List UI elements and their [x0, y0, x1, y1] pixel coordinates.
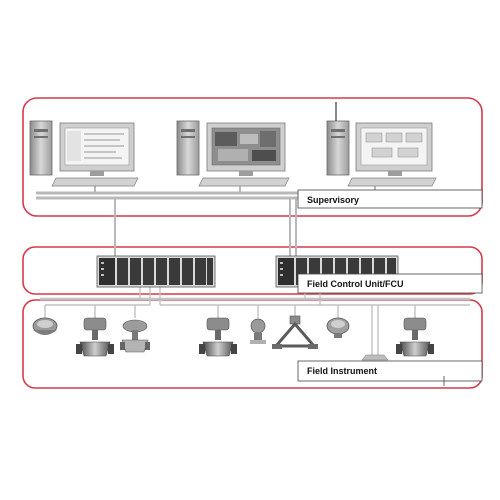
io-module: [169, 258, 180, 285]
keyboard-icon: [347, 177, 437, 187]
io-module: [117, 258, 128, 285]
workstation-2: [176, 120, 290, 187]
io-module: [309, 258, 320, 285]
io-module: [130, 258, 141, 285]
control-valve-icon: [120, 319, 150, 353]
flow-transmitter-icon: [272, 315, 318, 349]
io-module: [207, 258, 213, 285]
control-valve-icon: [76, 317, 114, 357]
workstation-tower: [29, 120, 53, 176]
io-module: [278, 258, 294, 285]
io-module: [195, 258, 206, 285]
control-valve-icon: [199, 317, 237, 357]
pipe-stand: [361, 354, 389, 361]
supervisory-tier-box: [22, 97, 483, 217]
field-instrument-label: Field Instrument: [307, 366, 377, 376]
fcu-tier-box: [22, 246, 483, 295]
gauge-icon: [32, 317, 58, 335]
fcu-label: Field Control Unit/FCU: [307, 279, 404, 289]
io-module: [99, 258, 115, 285]
workstation-tower: [176, 120, 200, 176]
workstation-1: [29, 120, 139, 187]
io-module: [296, 258, 307, 285]
io-module: [156, 258, 167, 285]
keyboard-icon: [198, 177, 290, 187]
keyboard-icon: [51, 177, 139, 187]
fieldbus-cables: [40, 287, 470, 355]
supervisory-label: Supervisory: [307, 195, 359, 205]
io-module: [348, 258, 359, 285]
workstation-3: [326, 102, 437, 187]
io-module: [335, 258, 346, 285]
workstation-tower: [326, 120, 350, 176]
fcu-rack-1: [96, 255, 216, 288]
field-instrument-label-box: Field Instrument: [297, 360, 483, 386]
io-module: [387, 258, 396, 285]
pressure-transmitter-icon: [250, 318, 266, 344]
gauge-icon: [326, 317, 350, 338]
io-module: [182, 258, 193, 285]
io-module: [361, 258, 372, 285]
io-module: [322, 258, 333, 285]
uplink-cables: [114, 198, 297, 258]
control-valve-icon: [396, 317, 434, 357]
supervisory-label-box: Supervisory: [297, 189, 483, 209]
io-module: [374, 258, 385, 285]
io-module: [143, 258, 154, 285]
fcu-label-box: Field Control Unit/FCU: [297, 273, 483, 294]
